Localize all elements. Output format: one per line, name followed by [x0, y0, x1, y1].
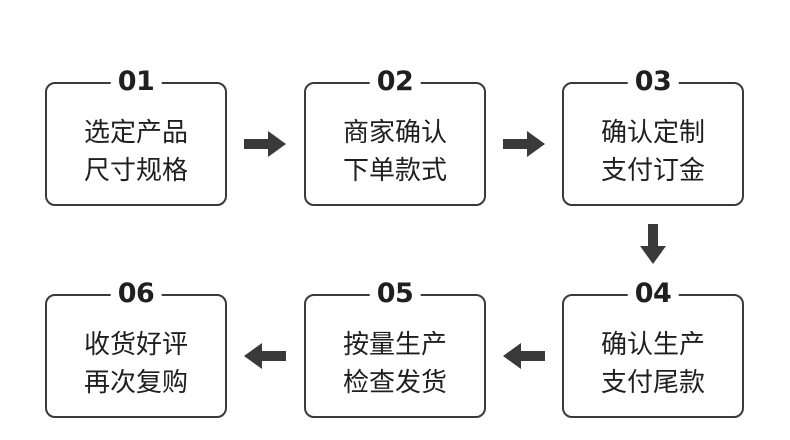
- step-number: 05: [369, 275, 421, 313]
- arrow-right-icon: [244, 131, 286, 157]
- step-number: 02: [369, 63, 421, 101]
- step-number: 01: [110, 63, 162, 101]
- step-05-box: 05 按量生产 检查发货: [304, 275, 486, 418]
- step-number: 03: [627, 63, 679, 101]
- step-label-line1: 确认定制: [600, 118, 705, 148]
- step-06-box: 06 收货好评 再次复购: [45, 275, 227, 418]
- arrow-left-icon: [244, 343, 286, 369]
- step-03-box: 03 确认定制 支付订金: [562, 63, 744, 206]
- step-label-line2: 支付订金: [600, 156, 705, 186]
- step-label-line2: 尺寸规格: [83, 156, 188, 186]
- arrow-right-icon: [503, 131, 545, 157]
- step-label-line1: 选定产品: [83, 118, 188, 148]
- step-label-line1: 收货好评: [83, 330, 188, 360]
- step-number: 06: [110, 275, 162, 313]
- step-label-line2: 再次复购: [83, 368, 188, 398]
- step-label-line1: 商家确认: [342, 118, 447, 148]
- step-02-box: 02 商家确认 下单款式: [304, 63, 486, 206]
- step-04-box: 04 确认生产 支付尾款: [562, 275, 744, 418]
- step-label-line2: 检查发货: [342, 368, 447, 398]
- step-number: 04: [627, 275, 679, 313]
- step-label-line2: 下单款式: [342, 156, 447, 186]
- step-label-line1: 按量生产: [342, 330, 447, 360]
- step-label-line1: 确认生产: [600, 330, 705, 360]
- step-01-box: 01 选定产品 尺寸规格: [45, 63, 227, 206]
- arrow-left-icon: [503, 343, 545, 369]
- step-label-line2: 支付尾款: [600, 368, 705, 398]
- arrow-down-icon: [640, 224, 666, 264]
